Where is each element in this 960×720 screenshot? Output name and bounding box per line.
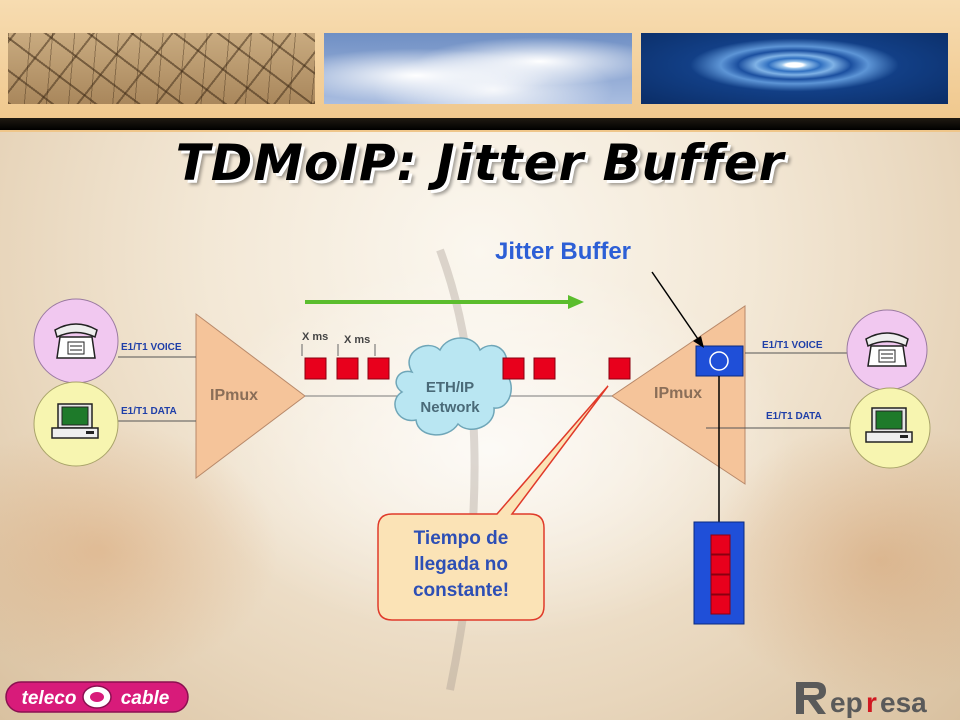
callout-line1: Tiempo de — [413, 528, 509, 549]
telephone-icon — [865, 332, 909, 367]
direction-arrow — [305, 295, 584, 309]
telecocable-logo: teleco cable — [5, 681, 189, 713]
network-label-line2: Network — [420, 399, 480, 416]
header-divider — [0, 118, 960, 130]
callout-line2: llegada no — [414, 554, 508, 575]
callout-bubble — [377, 385, 609, 621]
left-computer-endpoint — [33, 381, 119, 467]
svg-text:teleco: teleco — [22, 688, 77, 709]
network-label-line1: ETH/IP — [425, 379, 475, 396]
right-ipmux-label: IPmux — [654, 385, 703, 402]
buffered-packet — [710, 534, 731, 555]
right-voice-link-label: E1/T1 VOICE — [762, 340, 823, 351]
eth-ip-network-cloud — [394, 337, 512, 436]
right-computer-endpoint — [849, 387, 931, 469]
telephone-icon — [54, 323, 98, 359]
buffered-packet — [710, 594, 731, 615]
cracked-earth-photo — [8, 33, 315, 104]
jitter-buffer-label: Jitter Buffer — [495, 238, 632, 265]
packet — [608, 357, 631, 380]
packet — [304, 357, 327, 380]
buffered-packet — [710, 554, 731, 575]
svg-text:esa: esa — [880, 687, 927, 718]
right-data-link-label: E1/T1 DATA — [766, 411, 822, 422]
background-glow-left — [0, 420, 280, 680]
packet — [533, 357, 556, 380]
jitter-buffer-pointer-head — [693, 336, 704, 348]
represa-logo: ep r esa — [796, 682, 927, 718]
slide-title: TDMoIP: Jitter Buffer — [175, 134, 785, 192]
right-telephone-endpoint — [846, 309, 928, 391]
left-ipmux-label: IPmux — [210, 387, 259, 404]
jitter-buffer-circle — [709, 351, 729, 371]
packet-interval-label: X ms — [344, 334, 371, 346]
left-ipmux — [195, 312, 306, 480]
packet — [336, 357, 359, 380]
clouds-photo — [324, 33, 632, 104]
jitter-buffer-box — [695, 345, 744, 377]
packet — [502, 357, 525, 380]
left-voice-link-label: E1/T1 VOICE — [121, 342, 182, 353]
left-data-link-label: E1/T1 DATA — [121, 406, 177, 417]
svg-text:ep: ep — [830, 687, 863, 718]
background-curve — [436, 248, 479, 691]
callout-line3: constante! — [412, 580, 510, 601]
jitter-buffer-pointer — [651, 271, 701, 343]
svg-text:r: r — [866, 687, 877, 718]
callout-text: Tiempo de llegada no constante! — [384, 526, 538, 604]
svg-text:cable: cable — [121, 688, 170, 709]
water-drop-photo — [641, 33, 948, 104]
computer-icon — [865, 407, 913, 443]
packet-interval-label: X ms — [302, 331, 329, 343]
left-telephone-endpoint — [33, 298, 119, 384]
network-label: ETH/IP Network — [395, 378, 505, 418]
buffered-packet — [710, 574, 731, 595]
computer-icon — [51, 403, 99, 439]
packet — [367, 357, 390, 380]
